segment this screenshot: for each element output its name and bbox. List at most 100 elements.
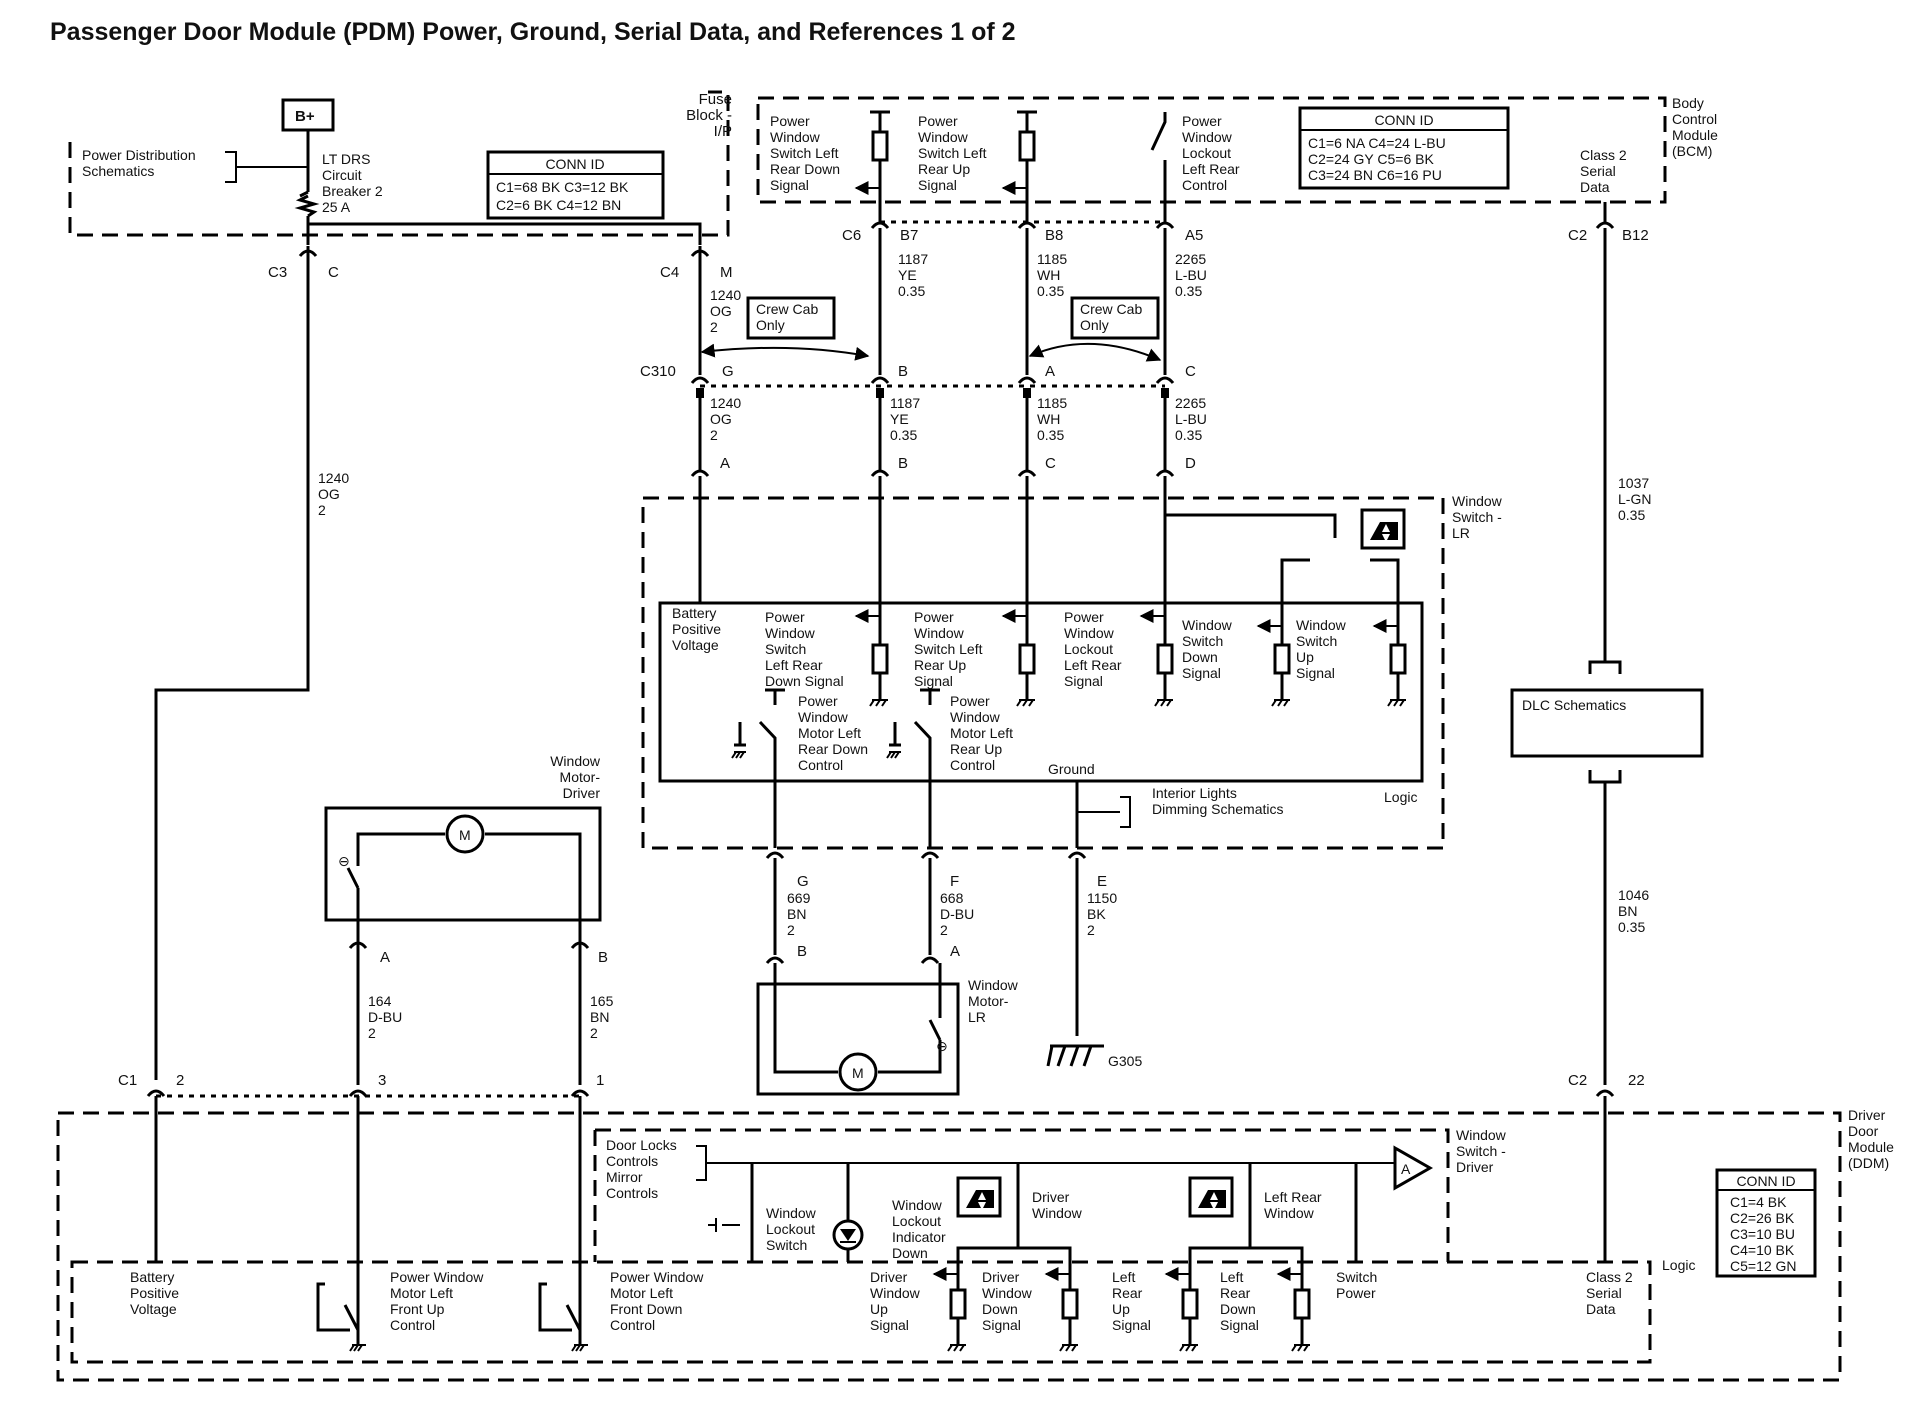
svg-text:A5: A5 [1185, 227, 1203, 244]
wire-1240-left [154, 263, 310, 1080]
ground-g305: G305 [1046, 1044, 1142, 1069]
svg-text:B: B [797, 943, 807, 960]
svg-text:DLC Schematics: DLC Schematics [1522, 697, 1626, 713]
svg-text:B: B [898, 363, 908, 380]
svg-text:E: E [1097, 873, 1107, 890]
svg-text:M: M [720, 264, 733, 281]
svg-text:B12: B12 [1622, 227, 1649, 244]
svg-text:C3: C3 [268, 264, 287, 281]
svg-text:C1=4 BK: C1=4 BK [1730, 1194, 1787, 1210]
svg-text:G: G [722, 363, 734, 380]
lr-switch-bottom-connectors: G F E [765, 851, 1107, 890]
svg-text:C5=12 GN: C5=12 GN [1730, 1258, 1797, 1274]
svg-text:D: D [1185, 455, 1196, 472]
bplus-label: B+ [295, 108, 315, 125]
svg-text:⊖: ⊖ [936, 1038, 948, 1054]
svg-text:B: B [598, 949, 608, 966]
svg-text:M: M [459, 827, 471, 843]
fuse-conn-id-box [486, 150, 665, 220]
svg-text:A: A [720, 455, 730, 472]
bcm-conn-id-box [1298, 106, 1510, 190]
svg-text:C1: C1 [118, 1072, 137, 1089]
svg-text:CONN ID: CONN ID [1736, 1173, 1795, 1189]
svg-text:C2=26 BK: C2=26 BK [1730, 1210, 1795, 1226]
svg-text:C310: C310 [640, 363, 676, 380]
motor-icon [445, 814, 485, 854]
svg-text:B: B [898, 455, 908, 472]
svg-text:C3=10 BU: C3=10 BU [1730, 1226, 1795, 1242]
page-title: Passenger Door Module (PDM) Power, Groun… [50, 18, 1016, 46]
svg-text:Logic: Logic [1384, 789, 1417, 805]
svg-text:C: C [328, 264, 339, 281]
svg-text:A: A [1045, 363, 1055, 380]
bcm-connectors: C6 B7 B8 A5 C2 B12 [842, 220, 1649, 244]
lr-logic-box [658, 601, 1424, 783]
svg-text:3: 3 [378, 1072, 386, 1089]
dlc-schematics-box [1510, 688, 1704, 758]
svg-text:Ground: Ground [1048, 761, 1095, 777]
svg-text:Logic: Logic [1662, 1257, 1695, 1273]
svg-text:C: C [1045, 455, 1056, 472]
svg-text:⊖: ⊖ [338, 853, 350, 869]
svg-text:A: A [950, 943, 960, 960]
svg-text:A: A [380, 949, 390, 966]
fuse-block-outline [68, 90, 730, 237]
svg-text:G305: G305 [1108, 1053, 1142, 1069]
conn-id-line: C1=68 BK C3=12 BK [496, 179, 629, 195]
bcm-outline [756, 96, 1667, 204]
svg-text:C6: C6 [842, 227, 861, 244]
svg-text:C2: C2 [1568, 227, 1587, 244]
ddm-conn-id-box [1715, 1168, 1817, 1278]
window-switch-icon [1360, 508, 1406, 550]
ddm-connectors: C1 2 3 1 C2 22 [118, 1072, 1645, 1098]
svg-text:2: 2 [176, 1072, 184, 1089]
